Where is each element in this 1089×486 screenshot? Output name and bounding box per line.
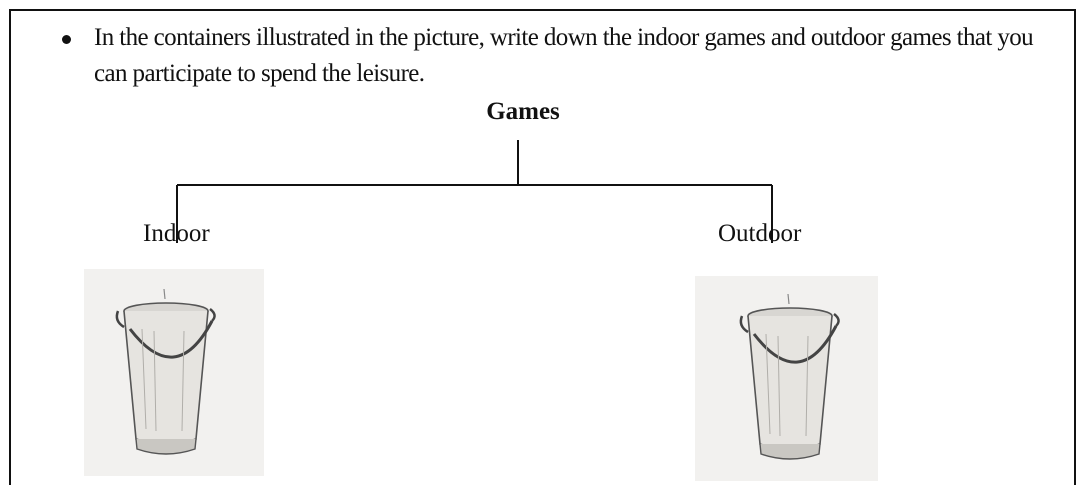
indoor-bucket-image (84, 269, 264, 476)
bullet-point (62, 35, 71, 44)
indoor-label: Indoor (143, 220, 210, 247)
bucket-icon (739, 293, 840, 460)
outdoor-bucket-image (695, 276, 878, 481)
instruction-text: In the containers illustrated in the pic… (94, 24, 1034, 87)
outdoor-label: Outdoor (718, 220, 802, 247)
bucket-icon (115, 288, 216, 455)
diagram-root-label: Games (486, 98, 560, 125)
page-frame (9, 9, 1076, 485)
